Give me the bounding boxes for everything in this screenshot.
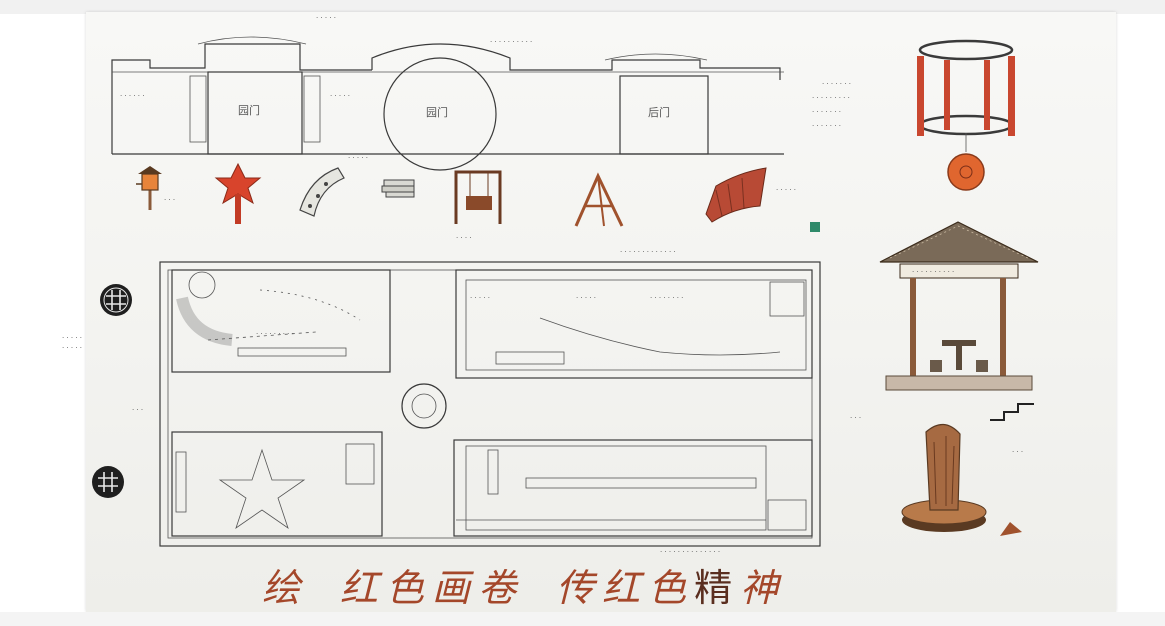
swing-icon <box>454 170 502 224</box>
title-char-7: 红 <box>602 565 643 610</box>
title-char-1: 绘 <box>262 565 303 610</box>
screen-top-strip <box>0 0 1165 14</box>
round-window-icon <box>100 284 132 316</box>
svg-text:· · · · ·: · · · · · <box>62 334 82 342</box>
title-char-10: 神 <box>740 565 781 610</box>
svg-text:· · · · · · · · · · · · · ·: · · · · · · · · · · · · · · <box>660 548 720 556</box>
svg-text:· · · · · · · · ·: · · · · · · · · · <box>812 94 850 102</box>
red-star-sculpture-icon <box>214 162 262 224</box>
curved-bench-icon <box>299 167 345 217</box>
drawing-title: 绘 红 色 画 卷 传 红 色 精 神 <box>262 562 902 610</box>
plot-top-right <box>455 269 813 379</box>
gazebo-frame-sketch: · · · · · · · · · · · · · · · · · · · · … <box>812 39 1015 191</box>
left-gate <box>207 71 303 155</box>
title-char-2: 红 <box>340 565 381 610</box>
title-char-6: 传 <box>556 565 597 610</box>
svg-text:· · · · ·: · · · · · <box>576 294 596 302</box>
green-legend-swatch <box>810 222 820 232</box>
plot-bottom-right <box>453 439 813 537</box>
svg-text:· · · · · · ·: · · · · · · · <box>812 122 841 130</box>
round-window-icon-2 <box>92 466 124 498</box>
stacked-books-icon <box>381 179 415 198</box>
svg-text:· · · · ·: · · · · · <box>62 344 82 352</box>
svg-text:· · ·: · · · <box>1012 448 1023 456</box>
left-gate-label: 园门 <box>238 103 260 117</box>
pavilion-icon: · · · · · · · · · · <box>879 221 1039 391</box>
hanging-lantern <box>947 153 985 191</box>
svg-text:· · · · · · · · · · · · ·: · · · · · · · · · · · · · <box>620 248 676 256</box>
screen-bottom-strip <box>0 612 1165 626</box>
item-sketches: · · · · · · · · · · · · · · · · · <box>136 154 820 242</box>
svg-text:· · · · · · · · · ·: · · · · · · · · · · <box>490 38 532 46</box>
rear-gate-label: 后门 <box>648 105 670 119</box>
a-frame-swing-icon <box>574 172 624 227</box>
svg-text:· · · ·: · · · · <box>456 234 472 242</box>
title-char-5: 卷 <box>478 565 519 610</box>
svg-text:· · · · · · · · ·: · · · · · · · · · <box>256 330 294 338</box>
svg-text:· · · · · ·: · · · · · · <box>120 92 144 100</box>
svg-text:· · · · ·: · · · · · <box>470 294 490 302</box>
svg-text:· · · · · · ·: · · · · · · · <box>812 108 841 116</box>
plot-bottom-left <box>171 431 383 537</box>
lantern-icon <box>136 166 162 210</box>
svg-text:· · · · ·: · · · · · <box>348 154 368 162</box>
rear-gate <box>619 75 709 155</box>
title-char-9: 精 <box>694 565 735 610</box>
plot-top-left <box>171 269 391 373</box>
title-char-3: 色 <box>386 565 427 610</box>
svg-text:· · · · ·: · · · · · <box>776 186 796 194</box>
svg-text:· · · · · · · ·: · · · · · · · · <box>650 294 683 302</box>
tree-stump-seat-icon: · · · <box>901 403 1034 536</box>
site-plan: · · · · · · · · · · · · · · · · · · · · … <box>62 248 861 556</box>
svg-text:· · · · ·: · · · · · <box>330 92 350 100</box>
wall-elevation: 园门 园门 后门 · · · · · · · · · · · · · · · ·… <box>111 14 784 171</box>
svg-text:· · · · · · · · · ·: · · · · · · · · · · <box>912 268 954 276</box>
star-path <box>218 448 306 530</box>
moon-gate-label: 园门 <box>426 105 448 119</box>
title-char-8: 色 <box>648 565 689 610</box>
title-char-4: 画 <box>432 565 473 610</box>
svg-text:· · ·: · · · <box>164 196 175 204</box>
svg-text:· · · · ·: · · · · · <box>316 14 336 22</box>
round-planter <box>401 383 447 429</box>
moon-gate <box>383 57 497 171</box>
red-flag-sculpture-icon <box>705 167 767 223</box>
svg-text:· · · · · · ·: · · · · · · · <box>822 80 851 88</box>
svg-text:· · ·: · · · <box>850 414 861 422</box>
svg-text:· · ·: · · · <box>132 406 143 414</box>
